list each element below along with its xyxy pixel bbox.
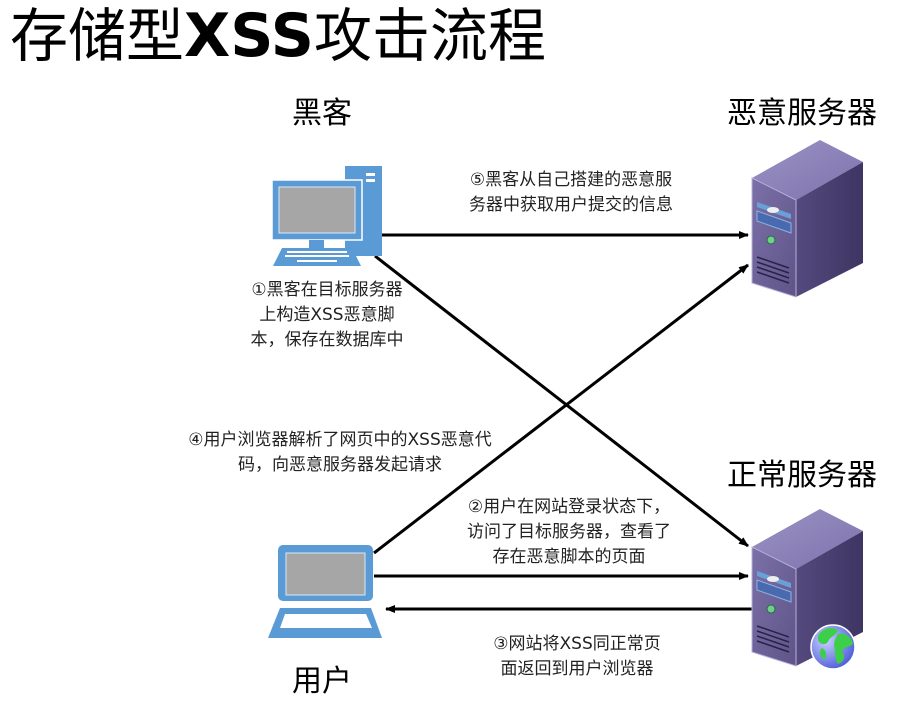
title-part-2: 攻击流程 (314, 2, 547, 70)
hacker-label: 黑客 (292, 96, 352, 131)
desktop-computer-icon (271, 166, 382, 266)
web-server-icon (751, 509, 863, 670)
title-part-1: 存储型 (10, 2, 185, 70)
arrow-step-1 (374, 254, 749, 548)
normal-server-label: 正常服务器 (727, 458, 877, 493)
server-icon (751, 140, 863, 298)
laptop-icon (268, 545, 382, 638)
malicious-server-label: 恶意服务器 (727, 96, 877, 131)
step-3-text: ③网站将XSS同正常页 面返回到用户浏览器 (493, 634, 661, 679)
arrow-step-4 (373, 263, 749, 555)
user-label: 用户 (292, 664, 352, 699)
page-title: 存储型XSS攻击流程 (10, 0, 546, 76)
title-part-xss: XSS (184, 1, 315, 71)
step-2-text: ②用户在网站登录状态下， 访问了目标服务器，查看了 存在恶意脚本的页面 (467, 497, 671, 567)
step-5-text: ⑤黑客从自己搭建的恶意服 务器中获取用户提交的信息 (469, 170, 673, 215)
globe-icon (810, 624, 856, 670)
arrows (373, 231, 752, 613)
step-4-text: ④用户浏览器解析了网页中的XSS恶意代 码，向恶意服务器发起请求 (188, 430, 492, 475)
step-1-text: ①黑客在目标服务器 上构造XSS恶意脚 本，保存在数据库中 (250, 280, 404, 350)
